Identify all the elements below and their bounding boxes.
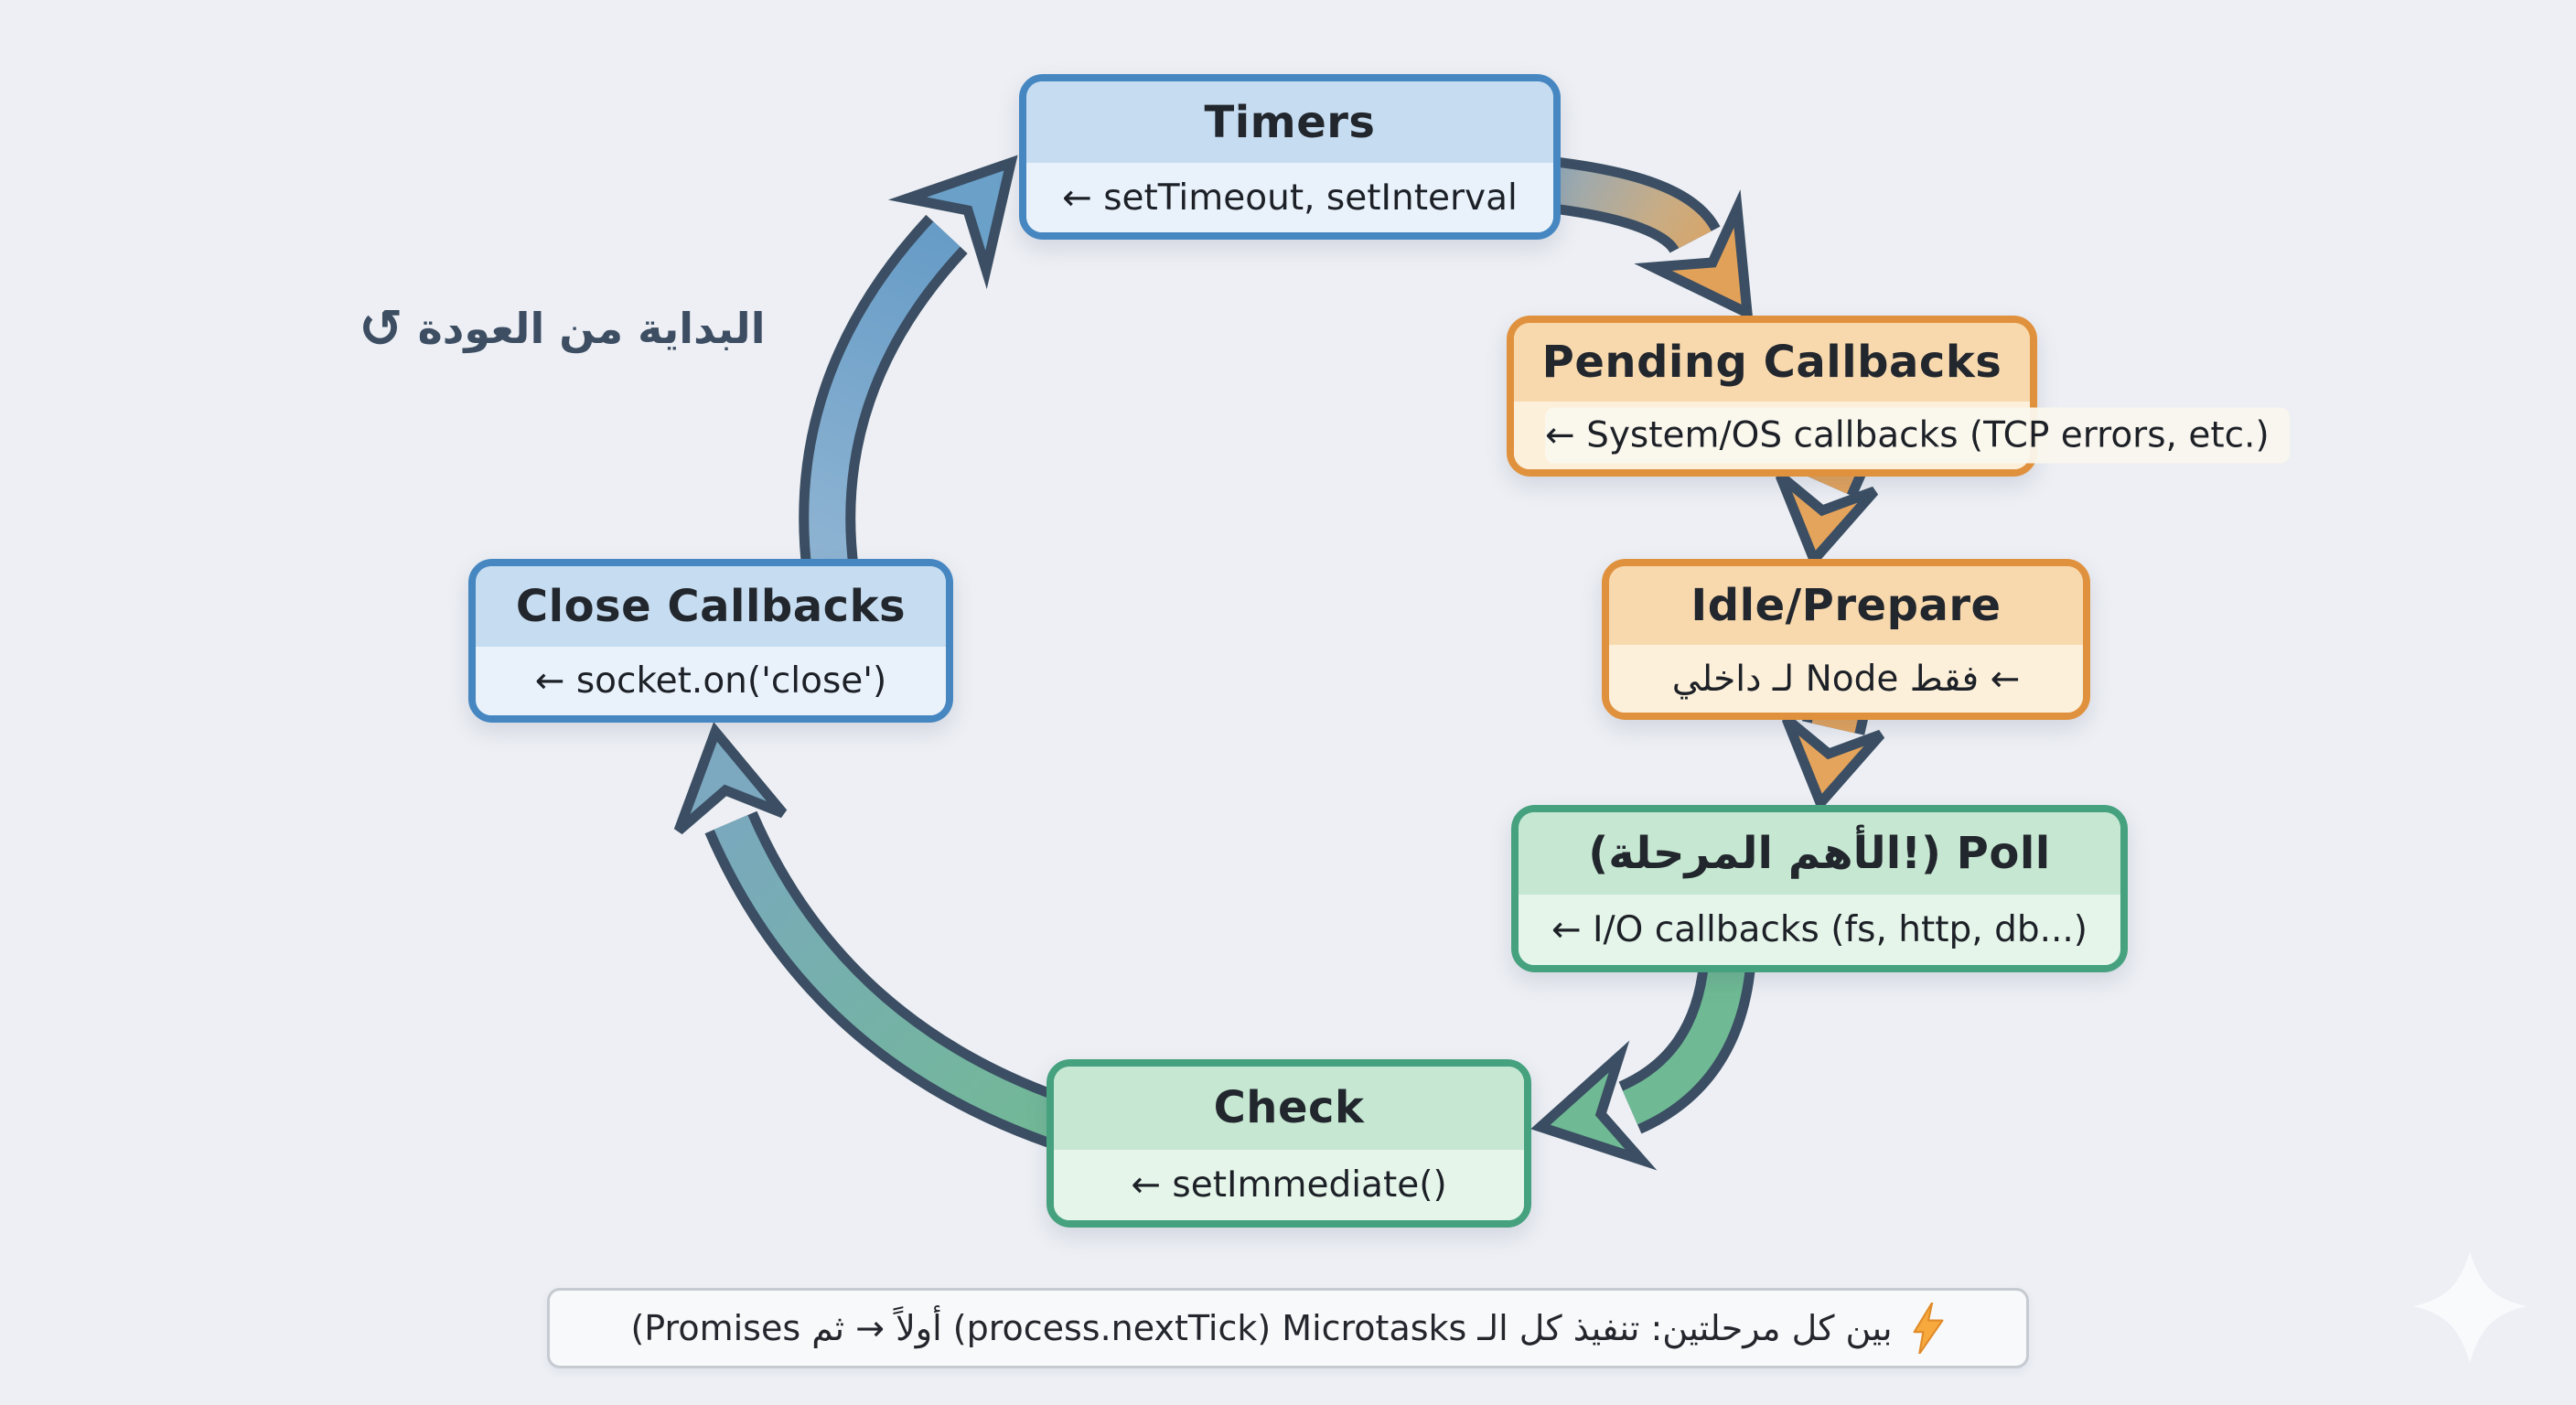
pending-callbacks-phase-box: Pending Callbacks ← System/OS callbacks … [1507,316,2290,477]
poll-title: (المرحلة‎ الأهم!) Poll [1588,828,2051,880]
close-callbacks-title-row: Close Callbacks [476,566,946,648]
timers-title-row: Timers [1026,81,1553,164]
microtasks-note-bar: بين كل مرحلتين: تنفيذ كل الـ Microtasks‏… [547,1288,2029,1368]
arrow-close-to-timers-shaft [809,221,961,574]
timers-subtitle-row: ← setTimeout, setInterval [1026,163,1553,232]
restart-from-beginning-label: ↺ العودة‎ من‎ البداية [359,302,765,355]
check-title-row: Check [1054,1067,1524,1150]
check-subtitle-row: ← setImmediate() [1054,1149,1524,1220]
arrow-close-to-timers-head [887,155,1018,290]
pending-callbacks-title: Pending Callbacks [1541,337,2002,389]
check-phase-box: Check ← setImmediate() [1046,1059,1531,1228]
close-callbacks-phase-box: Close Callbacks ← socket.on('close') [468,559,953,723]
arrow-poll-to-check-head [1530,1040,1658,1171]
arrow-timers-to-pending-head [1634,189,1754,322]
arrow-poll-to-check [1530,962,1755,1171]
idle-prepare-subtitle-row: داخلي‎ لـ‎ Node فقط‎ ← [1609,645,2083,713]
arrow-check-to-close-shaft [714,815,1081,1145]
sparkle-icon [2413,1251,2527,1363]
arrow-poll-to-check-shaft [1622,963,1745,1125]
restart-label-text: العودة‎ من‎ البداية [417,304,766,353]
poll-title-row: (المرحلة‎ الأهم!) Poll [1519,812,2120,896]
arrow-check-to-close-head [673,722,788,835]
microtasks-note-text: بين كل مرحلتين: تنفيذ كل الـ Microtasks‏… [630,1308,1893,1348]
close-callbacks-subtitle-row: ← socket.on('close') [476,647,946,715]
close-callbacks-title: Close Callbacks [515,581,907,632]
arrow-timers-to-pending [1547,156,1754,322]
timers-title: Timers [1204,96,1376,148]
arrow-timers-to-pending-shaft [1548,166,1712,250]
arrow-idle-to-poll-head [1781,714,1885,813]
poll-subtitle-row: ← I/O callbacks (fs, http, db...) [1519,895,2120,965]
pending-callbacks-subtitle-row: ← System/OS callbacks (TCP errors, etc.) [1514,402,2290,469]
idle-prepare-phase-box: Idle/Prepare داخلي‎ لـ‎ Node فقط‎ ← [1602,559,2090,720]
lightning-icon [1913,1303,1943,1354]
arrow-close-to-timers [799,155,1018,575]
idle-prepare-title-row: Idle/Prepare [1609,566,2083,646]
restart-loop-icon: ↺ [359,297,403,359]
idle-prepare-subtitle: داخلي‎ لـ‎ Node فقط‎ ← [1671,658,2021,700]
idle-prepare-title: Idle/Prepare [1690,580,2002,632]
arrow-pending-to-idle-head [1775,471,1879,570]
timers-phase-box: Timers ← setTimeout, setInterval [1019,74,1561,240]
poll-subtitle: ← I/O callbacks (fs, http, db...) [1551,909,2088,951]
arrow-check-to-close-outline [704,810,1084,1154]
pending-callbacks-subtitle: ← System/OS callbacks (TCP errors, etc.) [1545,407,2290,464]
check-title: Check [1213,1082,1365,1134]
pending-callbacks-title-row: Pending Callbacks [1514,323,2030,402]
poll-phase-box: (المرحلة‎ الأهم!) Poll ← I/O callbacks (… [1511,805,2128,972]
arrow-check-to-close [673,722,1084,1154]
check-subtitle: ← setImmediate() [1131,1164,1447,1206]
timers-subtitle: ← setTimeout, setInterval [1062,177,1518,219]
close-callbacks-subtitle: ← socket.on('close') [534,660,887,702]
